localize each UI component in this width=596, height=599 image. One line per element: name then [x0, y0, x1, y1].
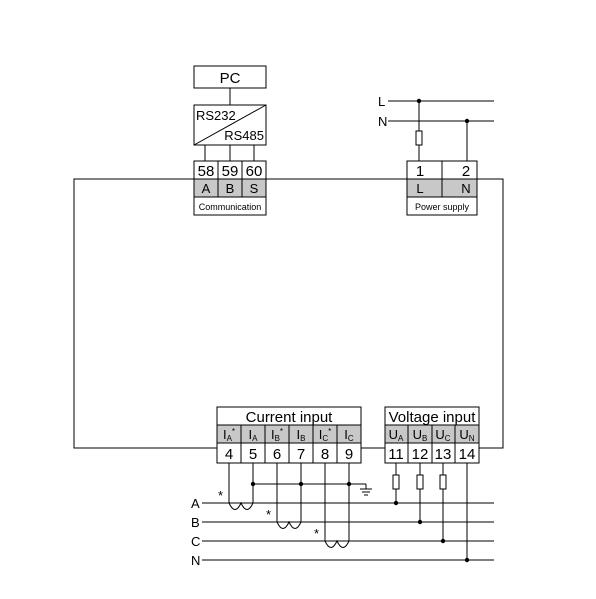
- current-terminal-label: IB*: [271, 427, 283, 443]
- meter-housing: [73, 178, 504, 449]
- current-number: 4: [225, 446, 233, 463]
- current-terminal-label: IB: [297, 427, 306, 443]
- voltage-fuse-c: [439, 474, 447, 490]
- voltage-fuse-a: [392, 474, 400, 490]
- phase-label-n: N: [191, 553, 200, 568]
- power-number: 1: [416, 163, 424, 180]
- voltage-number: 13: [435, 446, 452, 463]
- voltage-number: 11: [388, 446, 404, 463]
- current-terminal-label: IA*: [223, 427, 235, 443]
- polarity-mark-c: *: [314, 526, 319, 541]
- power-lines: L N: [378, 94, 494, 161]
- current-number: 8: [321, 446, 329, 463]
- current-number: 9: [345, 446, 353, 463]
- phase-label-c: C: [191, 534, 200, 549]
- power-fuse: [415, 130, 423, 146]
- comm-number: 58: [198, 163, 215, 180]
- current-number: 5: [249, 446, 257, 463]
- communication-terminal-block: 58 59 60 A B S Communication: [193, 160, 267, 216]
- voltage-terminal-label: UN: [459, 427, 474, 443]
- current-number: 7: [297, 446, 305, 463]
- comm-number: 59: [222, 163, 239, 180]
- rs-converter: RS232 RS485: [193, 104, 267, 146]
- comm-letter: S: [250, 181, 259, 196]
- polarity-mark-a: *: [218, 488, 223, 503]
- power-supply-terminal-block: 1 2 L N Power supply: [406, 160, 478, 216]
- current-terminal-label: IC: [344, 427, 354, 443]
- current-input-terminal-block: Current input IA* IA IB* IB IC* IC 4 5 6…: [216, 406, 362, 464]
- power-line-label-l: L: [378, 94, 385, 109]
- current-input-title: Current input: [246, 409, 334, 426]
- comm-number: 60: [246, 163, 263, 180]
- phase-label-a: A: [191, 496, 200, 511]
- voltage-input-title: Voltage input: [389, 409, 477, 426]
- voltage-input-wiring: [392, 463, 470, 563]
- converter-top-label: RS232: [196, 108, 236, 123]
- voltage-number: 14: [459, 446, 476, 463]
- comm-letter: B: [226, 181, 235, 196]
- voltage-terminal-label: UA: [389, 427, 404, 443]
- power-number: 2: [462, 163, 470, 180]
- voltage-input-terminal-block: Voltage input UA UB UC UN 11 12 13 14: [384, 406, 480, 464]
- ground-icon: [360, 484, 372, 496]
- polarity-mark-b: *: [266, 507, 271, 522]
- comm-letter: A: [202, 181, 211, 196]
- voltage-terminal-label: UB: [413, 427, 428, 443]
- power-line-label-n: N: [378, 114, 387, 129]
- voltage-fuse-b: [416, 474, 424, 490]
- phase-bus: A B C N: [191, 496, 494, 568]
- communication-caption: Communication: [199, 202, 262, 212]
- current-transformer-wiring: * * *: [218, 463, 366, 548]
- voltage-number: 12: [412, 446, 429, 463]
- power-letter: L: [416, 181, 423, 196]
- power-supply-caption: Power supply: [415, 202, 470, 212]
- pc-label: PC: [220, 70, 241, 87]
- current-terminal-label: IA: [249, 427, 259, 443]
- current-number: 6: [273, 446, 281, 463]
- current-terminal-label: IC*: [319, 427, 332, 443]
- voltage-terminal-label: UC: [435, 427, 450, 443]
- phase-label-b: B: [191, 515, 200, 530]
- pc-box: PC: [193, 65, 267, 89]
- converter-bottom-label: RS485: [224, 128, 264, 143]
- power-letter: N: [461, 181, 470, 196]
